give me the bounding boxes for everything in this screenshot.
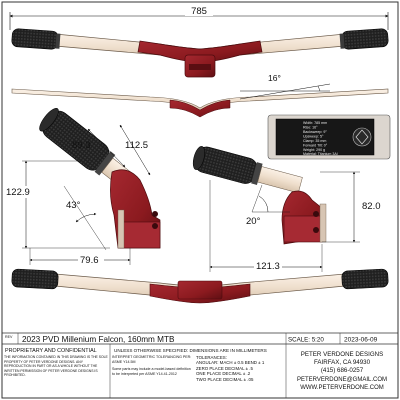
angle-43-label: 43° bbox=[66, 200, 81, 211]
company-city: FAIRFAX, CA 94930 bbox=[314, 359, 371, 366]
right-iso-view: 20° 82.0 121.3 bbox=[192, 146, 386, 272]
tol-two: TWO PLACE DECIMAL ± .05 bbox=[196, 376, 254, 382]
rev-label: REV bbox=[5, 335, 13, 339]
angle-20-label: 20° bbox=[246, 216, 261, 227]
spec-plate: Width: 785 mm Rise: 16° Backsweep: 9° Up… bbox=[267, 114, 391, 160]
company-website[interactable]: WWW.PETERVERDONE.COM bbox=[300, 385, 384, 391]
company-phone: (415) 686-0257 bbox=[321, 367, 364, 374]
dim-112-label: 112.5 bbox=[125, 140, 148, 151]
dim-122-label: 122.9 bbox=[6, 187, 30, 198]
dim-82-label: 82.0 bbox=[362, 201, 381, 212]
proprietary-heading: PROPRIETARY AND CONFIDENTIAL bbox=[5, 348, 97, 354]
rise-angle-label: 16° bbox=[268, 73, 281, 83]
dim-89-label: 89.3 bbox=[72, 140, 91, 151]
tol-zero: ZERO PLACE DECIMAL ± .5 bbox=[196, 365, 253, 371]
top-view-clamp bbox=[137, 40, 263, 63]
tol-angular: ANGULAR: MACH ± 0.5 BEND ± 1 bbox=[196, 360, 265, 366]
spec-line-1: Width: 785 mm bbox=[303, 121, 327, 125]
drawing-title: 2023 PVD Millenium Falcon, 160mm MTB bbox=[22, 335, 175, 344]
bottom-view-left-grip bbox=[11, 268, 59, 290]
bottom-view bbox=[11, 268, 389, 304]
bottom-view-right-grip bbox=[341, 268, 389, 290]
date-label: 2023-06-09 bbox=[344, 337, 378, 344]
left-iso-view: 89.3 112.5 122.9 43° 79.6 bbox=[4, 107, 161, 266]
spec-line-2: Rise: 16° bbox=[303, 126, 318, 130]
spec-line-3: Backsweep: 9° bbox=[303, 130, 327, 134]
spec-line-7: Weight: 290 g bbox=[303, 148, 325, 152]
spec-line-4: Upsweep: 5° bbox=[303, 135, 324, 139]
scale-label: SCALE: 5:20 bbox=[288, 337, 324, 344]
overall-width-label: 785 bbox=[191, 6, 207, 17]
logo-emblem-icon bbox=[352, 127, 372, 147]
spec-line-6: Forward Tilt: 0° bbox=[303, 144, 328, 148]
interpret-tolerancing: INTERPRET GEOMETRIC TOLERANCING PER: ASM… bbox=[112, 355, 192, 364]
dim-121-label: 121.3 bbox=[256, 261, 280, 272]
model-based-note: Some parts may include a model-based def… bbox=[112, 367, 191, 376]
title-block: REV 2023 PVD Millenium Falcon, 160mm MTB… bbox=[2, 332, 398, 398]
top-view: 785 bbox=[9, 5, 389, 78]
spec-line-8: Material: Titanium 3Al bbox=[303, 152, 338, 156]
top-view-left-grip bbox=[11, 28, 59, 50]
tol-one: ONE PLACE DECIMAL ± .2 bbox=[196, 371, 251, 377]
proprietary-text: THE INFORMATION CONTAINED IN THIS DRAWIN… bbox=[4, 355, 108, 378]
company-email[interactable]: PETERVERDONE@GMAIL.COM bbox=[297, 377, 387, 383]
front-view: 16° bbox=[11, 73, 389, 118]
spec-line-5: Clamp: 35 mm bbox=[303, 139, 326, 143]
front-view-bar bbox=[11, 88, 389, 114]
dim-79-label: 79.6 bbox=[80, 255, 99, 266]
top-view-right-grip bbox=[341, 28, 389, 50]
unless-specified: UNLESS OTHERWISE SPECIFIED: DIMENSIONS A… bbox=[114, 348, 267, 353]
company-name: PETER VERDONE DESIGNS bbox=[301, 351, 384, 358]
tolerances-heading: TOLERANCES: bbox=[196, 355, 227, 360]
